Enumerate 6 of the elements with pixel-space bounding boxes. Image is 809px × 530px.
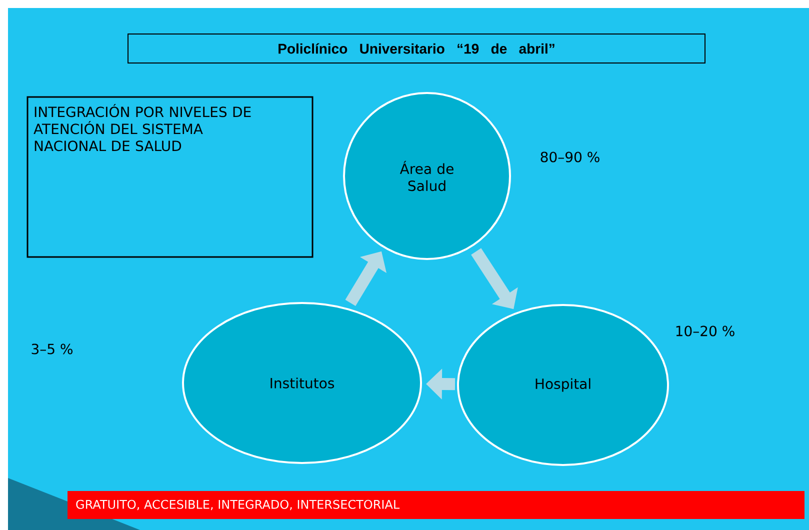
percentage-label: 10–20 % bbox=[676, 326, 734, 336]
percentage-label: 80–90 % bbox=[540, 152, 600, 162]
percentage-label: 3–5 % bbox=[32, 344, 72, 354]
banner: GRATUITO, ACCESIBLE, INTEGRADO, INTERSECTORIAL bbox=[68, 491, 804, 519]
title-box: Policlínico Universitario “19 de abril” bbox=[128, 34, 706, 64]
text-box: INTEGRACIÓN POR NIVELES DE ATENCIÓN DEL SISTEMA NACIONAL DE SALUD bbox=[26, 96, 314, 258]
